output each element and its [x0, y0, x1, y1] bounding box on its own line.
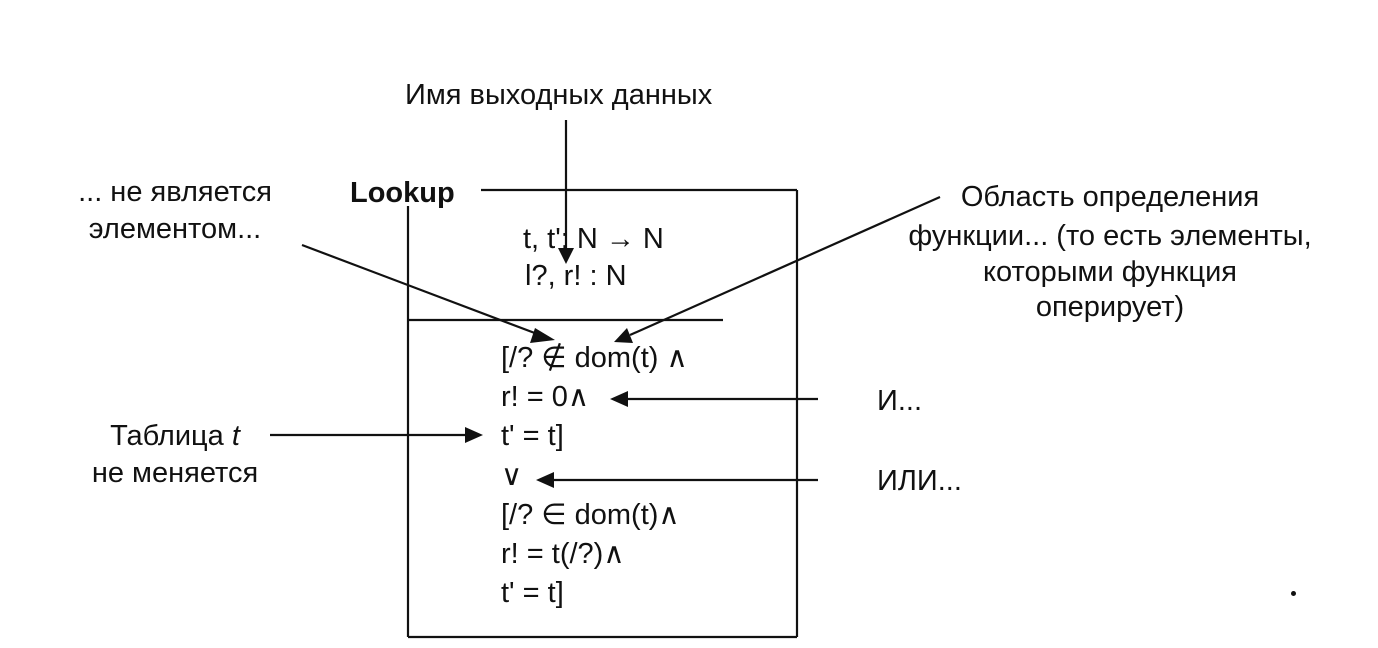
not-element-label-line2: элементом...: [88, 213, 262, 245]
predicate-line: [/? ∉ dom(t) ∧: [501, 342, 688, 374]
predicate-line: t' = t]: [501, 577, 564, 609]
domain-label-line3: которыми функция: [982, 256, 1237, 288]
or-arrowhead: [536, 472, 554, 488]
table-label-var: t: [231, 420, 240, 452]
domain-arrowhead: [614, 328, 633, 343]
domain-label-line1: Область определения: [960, 181, 1260, 213]
predicate-line: r! = t(/?)∧: [501, 538, 625, 570]
predicate-line: t' = t]: [501, 420, 564, 452]
not-element-arrow: [301, 243, 541, 337]
table-label-prefix: Таблица: [110, 420, 232, 452]
schema-name: Lookup: [350, 177, 455, 209]
predicate-line: [/? ∈ dom(t)∧: [501, 499, 680, 531]
and-label: И...: [877, 385, 923, 417]
declaration-line: l?, r! : N: [525, 260, 627, 292]
not-element-label-line1: ... не является: [78, 176, 272, 208]
predicate-line: r! = 0∧: [501, 381, 590, 413]
or-label: ИЛИ...: [877, 465, 962, 497]
domain-label-line2: функции... (то есть элементы,: [908, 220, 1312, 252]
domain-label-line4: оперирует): [1035, 291, 1185, 323]
table-label-line2: не меняется: [91, 457, 259, 489]
declaration-line: t, t': N → N: [523, 223, 664, 255]
not-element-arrowhead: [530, 328, 555, 343]
output-name-label: Имя выходных данных: [405, 79, 713, 111]
and-arrowhead: [610, 391, 628, 407]
predicate-line: ∨: [501, 460, 523, 492]
table-arrowhead: [465, 427, 483, 443]
domain-arrow: [629, 195, 941, 337]
stray-dot: [1291, 591, 1296, 596]
table-label-line1: Таблица t: [60, 419, 290, 453]
output-name-arrowhead: [558, 248, 574, 264]
